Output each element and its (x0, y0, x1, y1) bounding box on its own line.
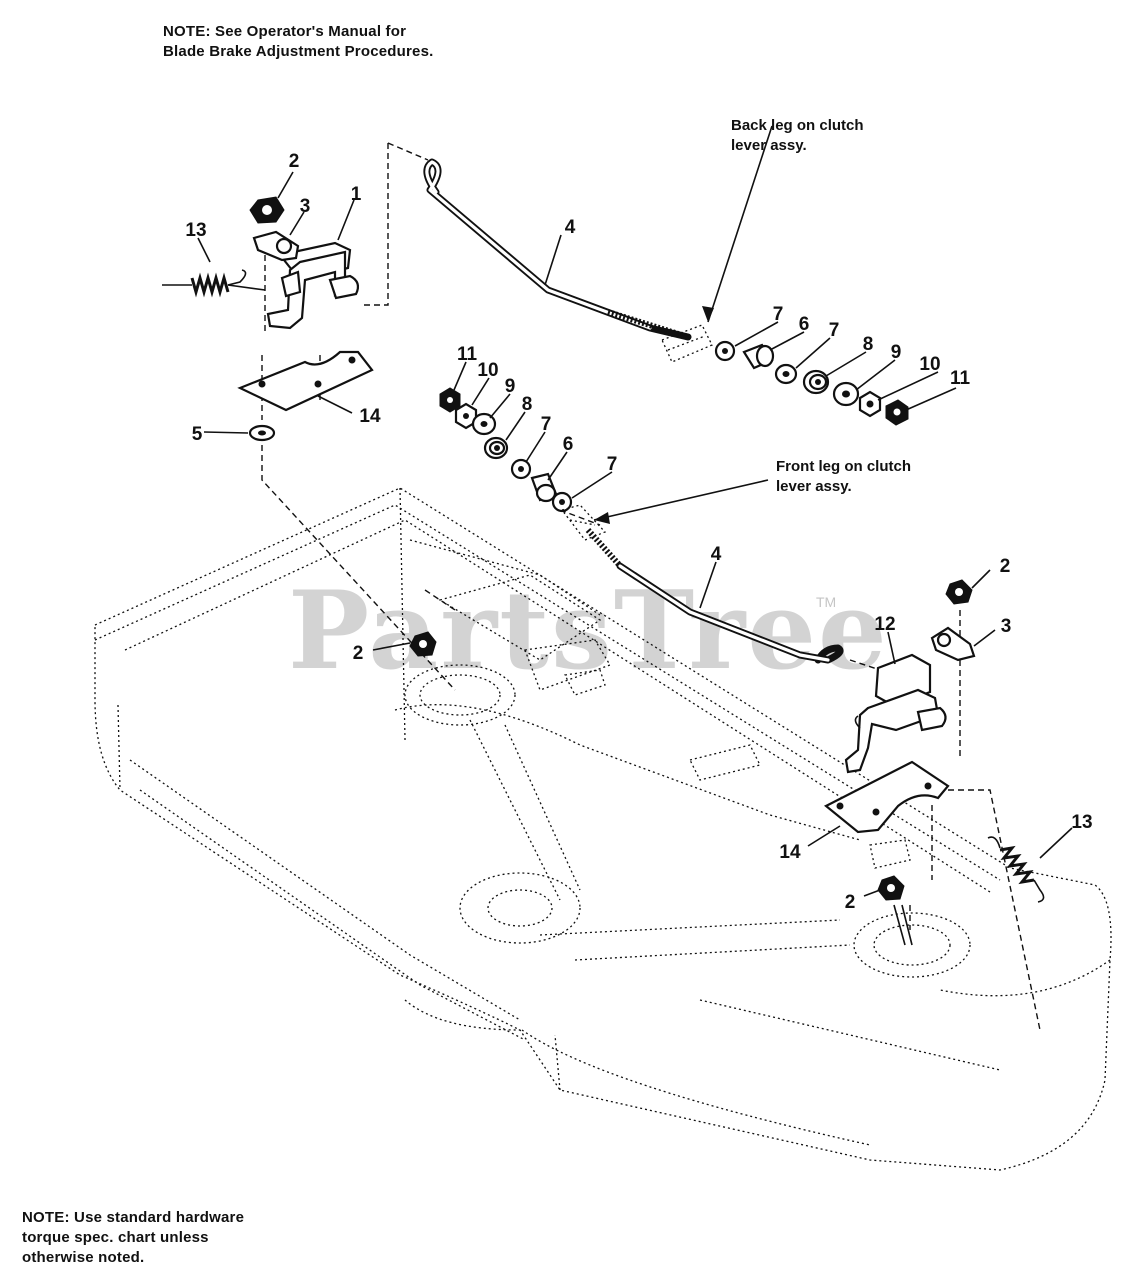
label-part-2: 2 (845, 892, 856, 913)
part-13-spring-right (987, 836, 1045, 903)
label-part-7: 7 (607, 454, 618, 475)
label-part-8: 8 (863, 334, 874, 355)
part-7-washer-upper-b (774, 363, 798, 385)
label-part-10: 10 (919, 354, 940, 375)
hardware-lower (439, 387, 573, 513)
leaders (197, 125, 1073, 897)
part-4-rod-lower (585, 527, 844, 664)
part-7-washer-upper-a (714, 340, 736, 362)
part-13-spring-left (162, 269, 266, 298)
label-part-4: 4 (565, 217, 576, 238)
label-part-4: 4 (711, 544, 722, 565)
watermark: PartsTree (288, 568, 889, 694)
label-part-7: 7 (541, 414, 552, 435)
label-part-9: 9 (505, 376, 516, 397)
part-10-nut-upper (858, 390, 882, 418)
label-part-10: 10 (477, 360, 498, 381)
note-hardware-torque: NOTE: Use standard hardware torque spec.… (22, 1208, 244, 1268)
label-part-13: 13 (185, 220, 206, 241)
part-7-washer-lower-a (510, 458, 532, 480)
label-part-3: 3 (1001, 616, 1012, 637)
part-labels: 2 3 1 13 4 14 5 7 6 7 8 9 10 11 11 10 9 … (185, 151, 1092, 913)
label-part-7: 7 (829, 320, 840, 341)
label-part-12: 12 (874, 614, 895, 635)
part-2-nut-left (249, 196, 285, 224)
part-6-bushing-upper (742, 343, 775, 370)
label-part-6: 6 (563, 434, 574, 455)
clutch-front-leg (560, 504, 607, 541)
label-part-1: 1 (351, 184, 362, 205)
callout-back-line1: Back leg on clutch (731, 117, 864, 134)
part-8-spring-washer-upper (802, 369, 830, 395)
label-part-14: 14 (779, 842, 801, 863)
callout-front-line2: lever assy. (776, 478, 852, 495)
note-bottom-line2: torque spec. chart unless (22, 1229, 209, 1246)
label-part-2: 2 (289, 151, 300, 172)
label-part-6: 6 (799, 314, 810, 335)
label-part-7: 7 (773, 304, 784, 325)
note-top-line2: Blade Brake Adjustment Procedures. (163, 43, 434, 60)
mower-deck (94, 487, 1112, 1171)
part-9-washer-upper (832, 381, 860, 407)
label-part-5: 5 (192, 424, 203, 445)
note-top-line1: NOTE: See Operator's Manual for (163, 23, 407, 40)
part-2-nut-center (409, 631, 437, 657)
note-blade-brake: NOTE: See Operator's Manual for Blade Br… (163, 22, 434, 62)
part-12-bracket-right (844, 653, 947, 774)
part-7-washer-lower-b (551, 491, 573, 513)
label-part-9: 9 (891, 342, 902, 363)
hardware-upper (714, 340, 909, 426)
label-part-11: 11 (457, 344, 478, 365)
part-3-clip-right (930, 626, 976, 662)
clutch-back-leg (661, 324, 713, 363)
callout-back-line2: lever assy. (731, 137, 807, 154)
part-4-rod-upper (423, 158, 692, 341)
label-part-11: 11 (950, 368, 971, 389)
part-9-washer-lower (471, 412, 497, 436)
label-part-13: 13 (1071, 812, 1092, 833)
callout-front-leg: Front leg on clutch lever assy. (776, 457, 911, 497)
callout-back-leg: Back leg on clutch lever assy. (731, 116, 864, 156)
label-part-14: 14 (359, 406, 381, 427)
part-14-plate-right (823, 760, 950, 834)
note-bottom-line3: otherwise noted. (22, 1249, 145, 1266)
part-5-washer (248, 424, 276, 442)
part-2-nut-lower-right (877, 875, 905, 901)
label-part-2: 2 (1000, 556, 1011, 577)
label-part-2: 2 (353, 643, 364, 664)
watermark-tm: TM (816, 594, 837, 610)
part-8-spring-washer-lower (483, 436, 509, 460)
part-3-clip-left (252, 230, 300, 262)
spindle-bolt (893, 904, 913, 946)
part-14-plate-left (237, 350, 374, 412)
part-11-locknut-upper (885, 399, 909, 426)
part-11-locknut-lower (439, 387, 461, 413)
note-bottom-line1: NOTE: Use standard hardware (22, 1209, 245, 1226)
part-2-nut-right-upper (945, 579, 973, 605)
part-6-bushing-lower (530, 472, 558, 503)
label-part-3: 3 (300, 196, 311, 217)
label-part-8: 8 (522, 394, 533, 415)
callout-front-line1: Front leg on clutch (776, 458, 911, 475)
